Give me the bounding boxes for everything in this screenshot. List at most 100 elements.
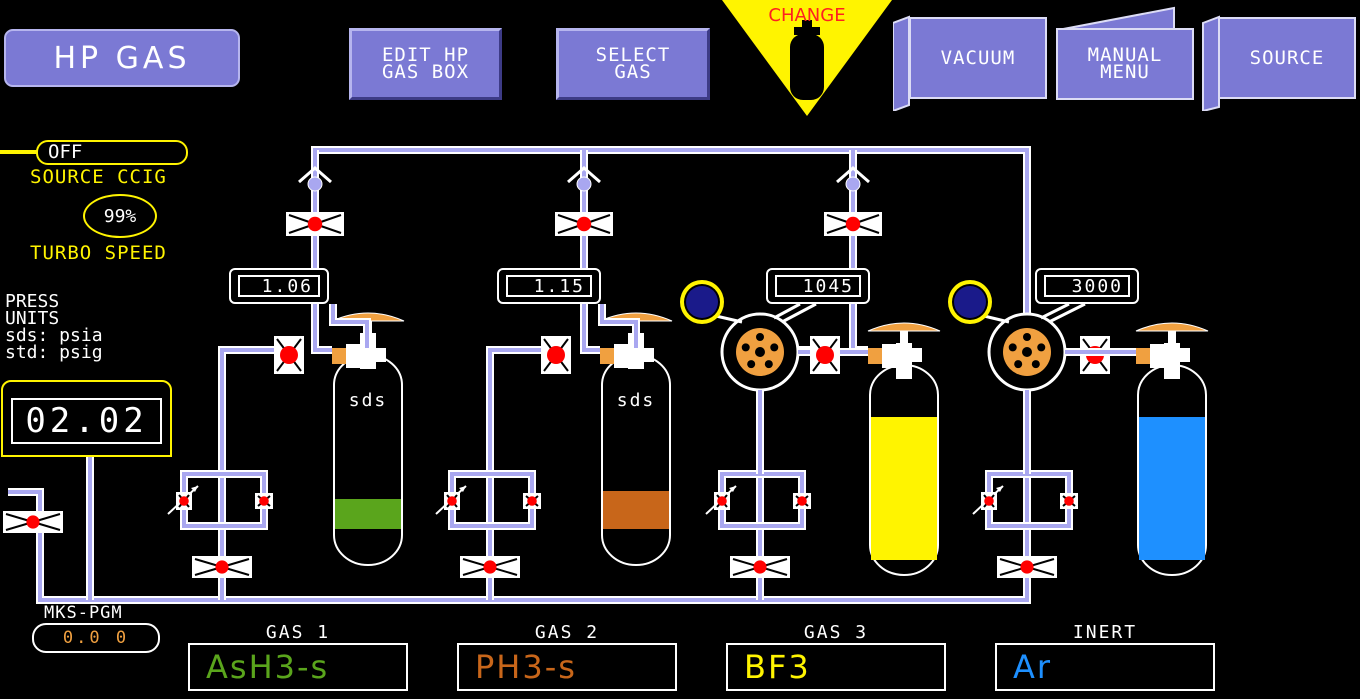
ccig-line [0, 150, 38, 154]
gas2-pressure-readout: 1.15 [497, 268, 601, 304]
bypass-loop-3 [987, 472, 1071, 528]
cylinder-fitting [882, 344, 898, 368]
valve-indicator [547, 346, 565, 364]
cylinder-port [1136, 348, 1150, 364]
regulator-hole [770, 343, 779, 352]
vent-icon [576, 176, 592, 192]
metering-arrow-head [191, 486, 198, 492]
vacuum-door-panel [893, 15, 910, 111]
metering-valve-body-1[interactable] [444, 492, 460, 510]
cylinder-fill-3 [1139, 417, 1205, 560]
valve-indicator [753, 560, 767, 574]
metering-arrow-head [729, 486, 736, 492]
bypass-valve-1[interactable] [523, 493, 541, 509]
main-pressure-readout: 02.02 [11, 398, 162, 444]
handwheel-icon[interactable] [867, 322, 941, 332]
valve-indicator [307, 216, 323, 232]
press-units-std: std: psig [5, 342, 103, 363]
purge-valve[interactable] [3, 511, 63, 533]
regulator-hole [1031, 360, 1040, 369]
metering-valve-body-2[interactable] [714, 492, 730, 510]
bottom-valve-0[interactable] [192, 556, 252, 578]
regulator-hole [747, 360, 756, 369]
inert-name-box[interactable]: Ar [995, 643, 1215, 691]
bottom-valve-1[interactable] [460, 556, 520, 578]
cylinder-port [868, 348, 882, 364]
regulator-hole [1037, 343, 1046, 352]
gauge-connector [715, 314, 743, 324]
regulator-hub [755, 347, 765, 357]
regulator-hole [1023, 333, 1031, 341]
change-cylinder-button[interactable]: CHANGE [722, 0, 892, 118]
source-ccig-status[interactable]: OFF [36, 140, 188, 165]
feed-valve-0[interactable] [274, 336, 304, 374]
feed-valve-1[interactable] [541, 336, 571, 374]
source-button[interactable]: SOURCE [1218, 17, 1356, 99]
cylinder-1 [601, 354, 671, 566]
regulator-hub [1022, 347, 1032, 357]
valve-indicator [576, 216, 592, 232]
gas3-inlet-valve[interactable] [810, 336, 840, 374]
bypass-loop-2 [720, 472, 804, 528]
cylinder-fitting [346, 344, 362, 368]
valve-indicator [797, 496, 807, 506]
cylinder-port [600, 348, 614, 364]
edit-hp-gas-box-button[interactable]: EDIT HP GAS BOX [349, 28, 502, 100]
vent-fork-icon [836, 166, 870, 184]
valve-indicator [1020, 560, 1034, 574]
gas3-name-box[interactable]: BF3 [726, 643, 946, 691]
press-units-line2: UNITS [5, 308, 60, 329]
top-valve-0[interactable] [286, 212, 344, 236]
top-valve-2[interactable] [824, 212, 882, 236]
readout-connector [773, 302, 801, 320]
gas1-name-box[interactable]: AsH3-s [188, 643, 408, 691]
manual-menu-button[interactable]: MANUAL MENU [1056, 28, 1194, 100]
valve-indicator [259, 496, 269, 506]
gas2-pressure-value: 1.15 [506, 275, 592, 297]
gas1-pressure-readout: 1.06 [229, 268, 329, 304]
metering-valve-body-3[interactable] [981, 492, 997, 510]
valve-indicator [717, 496, 727, 506]
cylinder-side-port [376, 348, 386, 362]
inert-label: INERT [1072, 622, 1138, 643]
cylinder-fill-0 [335, 499, 401, 529]
valve-indicator [447, 496, 457, 506]
cylinder-fitting [1150, 344, 1166, 368]
cylinder-fill-1 [603, 491, 669, 529]
gauge-face-icon [954, 286, 986, 318]
feed-pipe-0 [220, 348, 289, 600]
vent-icon [307, 176, 323, 192]
regulator-hole [756, 333, 764, 341]
turbo-speed-value: 99 [103, 205, 126, 227]
select-gas-button[interactable]: SELECT GAS [556, 28, 710, 100]
handwheel-icon[interactable] [1135, 322, 1209, 332]
bypass-valve-2[interactable] [793, 493, 811, 509]
turbo-speed-label: TURBO SPEED [30, 242, 167, 264]
bottom-valve-2[interactable] [730, 556, 790, 578]
regulator-hole [1014, 360, 1023, 369]
bypass-valve-3[interactable] [1060, 493, 1078, 509]
vacuum-button[interactable]: VACUUM [909, 17, 1047, 99]
change-label: CHANGE [768, 5, 846, 26]
main-pressure-frame: 02.02 [1, 380, 172, 457]
mks-pgm-label: MKS-PGM [44, 603, 123, 623]
gas2-name-box[interactable]: PH3-s [457, 643, 677, 691]
vent-fork-icon [567, 166, 601, 184]
press-units-line1: PRESS [5, 291, 60, 312]
metering-valve-body-0[interactable] [176, 492, 192, 510]
bottom-valve-3[interactable] [997, 556, 1057, 578]
turbo-speed-gauge: 99% [83, 194, 157, 238]
inert-pressure-value: 3000 [1044, 275, 1130, 297]
regulator-hole [741, 343, 750, 352]
bypass-valve-0[interactable] [255, 493, 273, 509]
gas3-label: GAS 3 [803, 622, 869, 643]
top-valve-1[interactable] [555, 212, 613, 236]
sensor-tap-0 [331, 304, 369, 348]
turbo-speed-unit: % [125, 205, 137, 227]
gas3-pressure-value: 1045 [775, 275, 861, 297]
cylinder-fill-2 [871, 417, 937, 560]
valve-indicator [845, 216, 861, 232]
vent-icon [845, 176, 861, 192]
bypass-loop-1 [450, 472, 534, 528]
